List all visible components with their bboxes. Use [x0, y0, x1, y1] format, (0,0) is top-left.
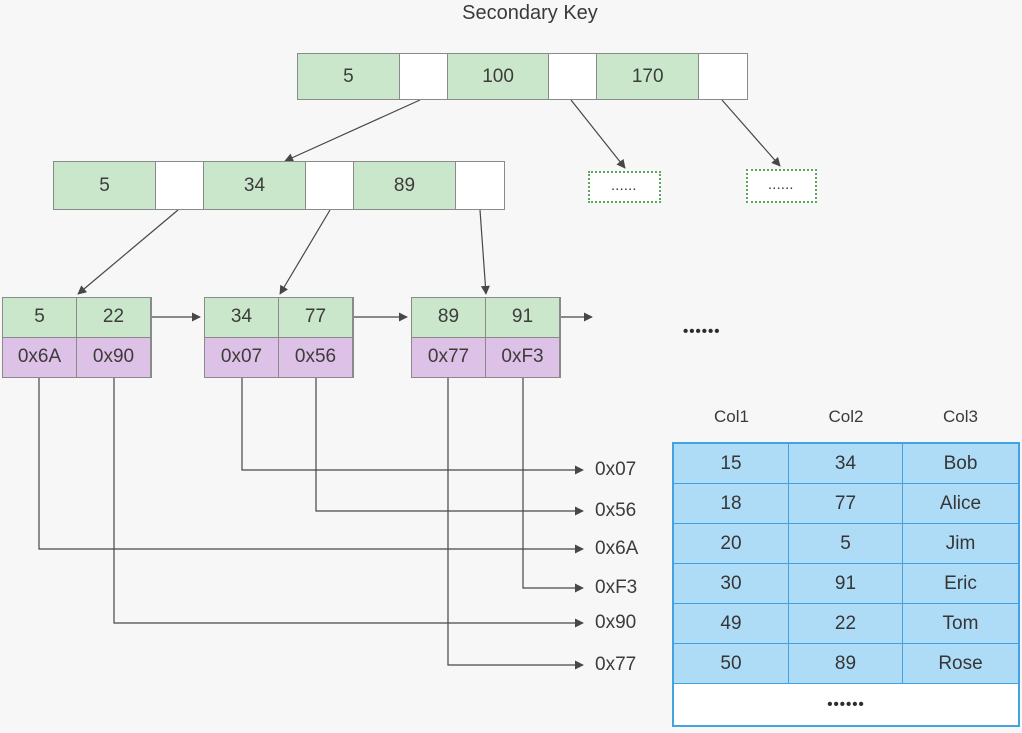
table-cell: 91 [789, 564, 903, 604]
table-cell: 5 [789, 524, 903, 564]
root-pointer-cell [699, 54, 747, 99]
leaf-address-cell: 0x90 [77, 337, 151, 377]
internal-key-cell: 5 [54, 162, 156, 209]
internal-pointer-cell [456, 162, 504, 209]
root-pointer-cell [399, 54, 448, 99]
internal-key-cell: 89 [354, 162, 456, 209]
table-cell: 22 [789, 604, 903, 644]
address-label: 0x6A [595, 538, 639, 559]
overflow-node-placeholder: ...... [746, 169, 817, 203]
table-cell: 34 [789, 444, 903, 484]
leaf-level-ellipsis: •••••• [683, 323, 721, 340]
table-cell: 18 [674, 484, 789, 524]
table-cell: 30 [674, 564, 789, 604]
diagram-title: Secondary Key [462, 2, 598, 24]
leaf-node: 34 77 0x07 0x56 [204, 297, 354, 378]
table-column-header: Col2 [828, 407, 864, 426]
data-table: 15 34 Bob 18 77 Alice 20 5 Jim 30 91 Eri… [672, 442, 1020, 727]
leaf-address-cell: 0x56 [279, 337, 353, 377]
table-cell: Eric [903, 564, 1018, 604]
table-column-header: Col3 [943, 407, 978, 426]
root-key-cell: 5 [298, 54, 400, 99]
leaf-address-cell: 0x6A [3, 337, 77, 377]
address-label: 0x56 [595, 500, 637, 521]
address-label: 0x90 [595, 612, 637, 633]
root-key-cell: 100 [447, 54, 550, 99]
leaf-key-cell: 77 [279, 298, 353, 338]
overflow-node-placeholder: ...... [588, 171, 661, 203]
leaf-node: 89 91 0x77 0xF3 [411, 297, 561, 378]
leaf-key-cell: 89 [412, 298, 486, 338]
table-cell: Tom [903, 604, 1018, 644]
leaf-node: 5 22 0x6A 0x90 [2, 297, 152, 378]
table-cell: Bob [903, 444, 1018, 484]
leaf-key-cell: 5 [3, 298, 77, 338]
root-pointer-cell [549, 54, 598, 99]
table-cell: Jim [903, 524, 1018, 564]
internal-key-cell: 34 [204, 162, 306, 209]
leaf-address-cell: 0x77 [412, 337, 486, 377]
internal-node: 5 34 89 [53, 161, 505, 210]
table-cell: 15 [674, 444, 789, 484]
address-label: 0x07 [595, 459, 637, 480]
table-cell: Alice [903, 484, 1018, 524]
table-column-header: Col1 [714, 407, 749, 426]
table-ellipsis-row: •••••• [674, 684, 1018, 725]
internal-pointer-cell [306, 162, 354, 209]
table-cell: 49 [674, 604, 789, 644]
table-cell: 89 [789, 644, 903, 684]
table-cell: 50 [674, 644, 789, 684]
leaf-key-cell: 34 [205, 298, 279, 338]
table-cell: Rose [903, 644, 1018, 684]
root-key-cell: 170 [597, 54, 700, 99]
root-node: 5 100 170 [297, 53, 748, 100]
leaf-address-cell: 0xF3 [486, 337, 560, 377]
table-cell: 77 [789, 484, 903, 524]
leaf-key-cell: 91 [486, 298, 560, 338]
table-cell: 20 [674, 524, 789, 564]
address-label: 0xF3 [595, 577, 638, 598]
leaf-address-cell: 0x07 [205, 337, 279, 377]
internal-pointer-cell [156, 162, 204, 209]
address-label: 0x77 [595, 654, 637, 675]
leaf-key-cell: 22 [77, 298, 151, 338]
